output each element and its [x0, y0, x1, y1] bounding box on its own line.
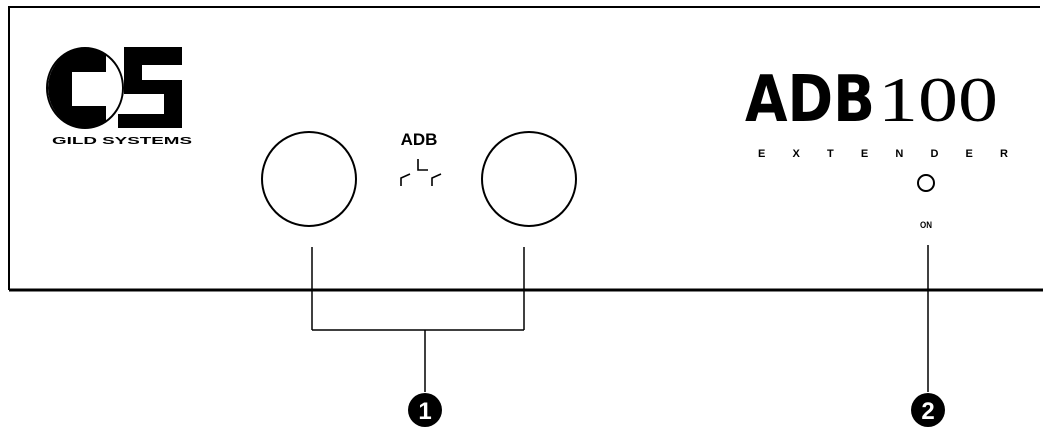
brand-subtitle: EXTENDER	[758, 148, 1008, 160]
adb-port-label: ADB	[401, 130, 438, 149]
model-number: 100	[878, 64, 998, 135]
adb-port-right	[481, 131, 577, 227]
brand-name: ADB	[745, 63, 875, 137]
power-led	[917, 174, 935, 192]
adb-symbol-icon	[400, 159, 442, 186]
callout-number-1: 1	[418, 398, 431, 425]
company-logo: GILD SYSTEMS	[46, 47, 193, 147]
adb-port-left	[261, 131, 357, 227]
callout-badge-2: 2	[911, 393, 945, 427]
power-led-label: ON	[920, 220, 932, 230]
panel-outline	[8, 6, 1040, 290]
callout-badge-1: 1	[408, 393, 442, 427]
callout-number-2: 2	[921, 398, 934, 425]
logo-text: GILD SYSTEMS	[52, 136, 193, 147]
callout-leader-ports	[311, 247, 525, 392]
brand-mark: ADB 100 EXTENDER	[745, 63, 1008, 160]
